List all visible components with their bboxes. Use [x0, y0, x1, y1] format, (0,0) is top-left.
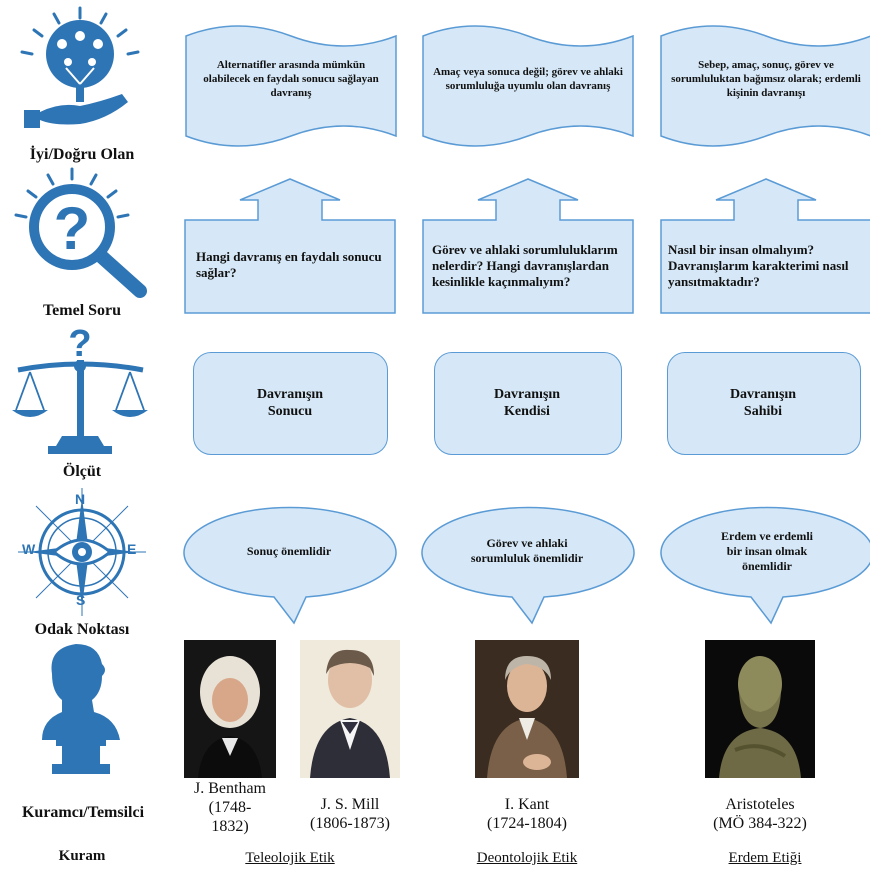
- compass-eye-icon: [18, 488, 146, 616]
- portrait-bentham: [184, 640, 276, 778]
- criterion-box-3: [667, 352, 861, 455]
- person-kant: I. Kant (1724-1804): [467, 796, 587, 834]
- criterion-box-1: [193, 352, 388, 455]
- question-callout-1: [184, 178, 396, 314]
- person-aristotle-dates: (MÖ 384-322): [713, 814, 807, 832]
- good-banner-2: [422, 25, 634, 147]
- person-bentham-dates: (1748-1832): [208, 798, 252, 835]
- philosopher-bust-icon: [42, 644, 120, 774]
- row-label-theory: Kuram: [58, 848, 106, 864]
- focus-callout-3: [660, 506, 870, 625]
- portrait-mill: [300, 640, 400, 778]
- tree-in-hand-icon: [20, 6, 140, 128]
- person-mill-dates: (1806-1873): [310, 814, 390, 832]
- focus-text-2: Görev ve ahlaki sorumluluk önemlidir: [470, 536, 584, 565]
- person-bentham-name: J. Bentham: [194, 780, 266, 797]
- row-label-question: Temel Soru: [42, 302, 122, 319]
- person-bentham: J. Bentham (1748-1832): [178, 780, 282, 837]
- criterion-box-2: [434, 352, 622, 455]
- question-text-1: Hangi davranış en faydalı sonucu sağlar?: [196, 248, 382, 280]
- person-aristotle: Aristoteles (MÖ 384-322): [695, 796, 825, 834]
- criterion-text-3: Davranışın Sahibi: [729, 386, 797, 420]
- theory-label-1: Teleolojik Etik: [245, 850, 335, 866]
- row-label-good: İyi/Doğru Olan: [29, 146, 135, 163]
- focus-text-3: Erdem ve erdemli bir insan olmak önemlid…: [721, 528, 813, 573]
- good-banner-1: [185, 25, 397, 147]
- balance-scale-icon: ?: [12, 323, 148, 454]
- good-text-3: Sebep, amaç, sonuç, görev ve sorumlulukt…: [671, 59, 861, 99]
- good-text-2: Amaç veya sonuca değil; görev ve ahlaki …: [433, 66, 623, 92]
- question-callout-2: [422, 178, 634, 314]
- svg-text:?: ?: [68, 323, 91, 365]
- portrait-kant: [475, 640, 579, 778]
- person-mill: J. S. Mill (1806-1873): [290, 796, 410, 834]
- person-kant-dates: (1724-1804): [487, 814, 567, 832]
- compass-n-label: N: [75, 491, 86, 507]
- good-text-1: Alternatifler arasında mümkün olabilecek…: [203, 59, 379, 99]
- row-label-focus: Odak Noktası: [34, 621, 130, 638]
- theory-label-2: Deontolojik Etik: [476, 850, 578, 866]
- portrait-aristotle: [705, 640, 815, 778]
- magnifier-question-icon: ?: [14, 167, 147, 298]
- person-aristotle-name: Aristoteles: [725, 796, 795, 813]
- criterion-text-1: Davranışın Sonucu: [256, 386, 324, 420]
- compass-e-label: E: [127, 541, 137, 557]
- compass-s-label: S: [76, 592, 86, 608]
- focus-text-1: Sonuç önemlidir: [246, 543, 332, 558]
- row-label-theorist: Kuramcı/Temsilci: [21, 804, 145, 821]
- question-text-2: Görev ve ahlaki sorumluluklarım nelerdir…: [432, 241, 618, 290]
- svg-text:?: ?: [54, 195, 91, 262]
- compass-w-label: W: [22, 541, 36, 557]
- good-banner-3: [660, 25, 870, 147]
- row-label-criterion: Ölçüt: [62, 463, 102, 480]
- focus-callout-2: [421, 506, 635, 625]
- focus-callout-1: [183, 506, 397, 625]
- person-mill-name: J. S. Mill: [320, 796, 380, 813]
- person-kant-name: I. Kant: [504, 796, 550, 813]
- question-callout-3: [660, 178, 870, 314]
- criterion-text-2: Davranışın Kendisi: [493, 386, 561, 420]
- question-text-3: Nasıl bir insan olmalıyım? Davranışlarım…: [668, 241, 849, 290]
- theory-label-3: Erdem Etiği: [728, 850, 802, 866]
